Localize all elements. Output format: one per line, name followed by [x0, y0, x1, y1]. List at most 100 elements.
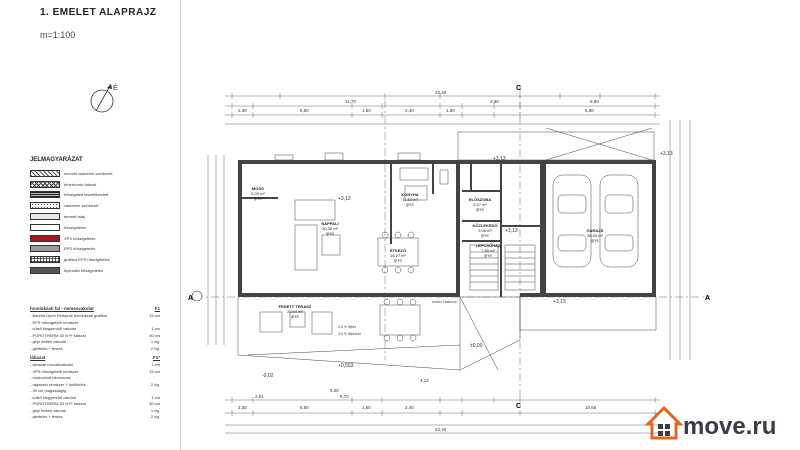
legend-swatch — [30, 213, 60, 221]
room-area: 3,27 m² — [473, 202, 487, 207]
svg-text:C: C — [516, 85, 521, 92]
level-marker: +3,13 — [338, 196, 351, 202]
legend-row: hőszigetelt kiszellőztetett — [30, 190, 170, 201]
dim-bottom-2-3: 9,70 — [340, 394, 349, 399]
move-ru-house-icon — [644, 405, 684, 440]
room-area: 16,27 m² — [390, 253, 406, 258]
legend-swatch — [30, 191, 60, 199]
room-area: 30,30 m² — [322, 226, 338, 231]
dim-top-1-1: 3,90 — [490, 99, 499, 104]
room-name: GARÁZS — [587, 228, 604, 233]
room-floor: gres — [406, 202, 414, 207]
dim-top-2-4: 1,50 — [446, 108, 455, 113]
dim-top-1-0: 11,70 — [345, 99, 356, 104]
page-title: 1. EMELET ALAPRAJZ — [40, 7, 157, 18]
spec-thickness: 30 cm — [149, 401, 160, 406]
wall-spec-f1: homlokzati fal - nemesvakolat F1 - Baumit… — [30, 306, 160, 352]
room-name: MOSÓ — [252, 186, 264, 191]
plan-note: 0,5 % lejtés — [338, 325, 356, 329]
room-area: 3,06 m² — [478, 228, 492, 233]
dim-bottom-1-1: 6,80 — [300, 405, 309, 410]
scale-label: m=1:100 — [40, 30, 76, 40]
svg-text:C: C — [516, 403, 521, 410]
spec-thickness: 15 cm — [149, 313, 160, 318]
spec-row: - gépi beltéri vakolat 1 rtg. — [30, 339, 160, 346]
spec-layer: - Baumit Open Reibputz homlokzati grafit… — [30, 313, 108, 318]
legend-row: monolit vasbeton szerkezet — [30, 168, 170, 179]
floor-plan-drawing: A A C C 22,40 11,70 3,90 6,80 2,30 6,80 … — [188, 85, 710, 434]
legend-row: lépésálló hőszigetelés — [30, 265, 170, 276]
spec-layer: - lábazati mozaikvakolat — [30, 362, 73, 367]
level-marker: +3,13 — [553, 299, 566, 305]
room-area: 11,50 m² — [402, 197, 418, 202]
legend-swatch — [30, 169, 60, 177]
dim-bottom-1-3: 2,40 — [405, 405, 414, 410]
legend-swatch — [30, 267, 60, 275]
room-floor: gres — [481, 233, 489, 238]
room-floor: gres — [476, 207, 484, 212]
room-name: ÉTKEZŐ — [390, 248, 406, 253]
spec-thickness: 1 rtg. — [150, 339, 160, 344]
legend-row: hőszigetelés — [30, 222, 170, 233]
legend-swatch — [30, 256, 60, 264]
level-marker: ±0,00 — [470, 343, 483, 349]
spec-thickness: 2 rtg. — [150, 381, 160, 387]
spec-code: F1 — [154, 306, 160, 311]
room-floor: gres — [484, 253, 492, 258]
spec-layer: - XPS hőszigetelő rendszer — [30, 368, 79, 374]
legend-row: XPS hőszigetelés — [30, 233, 170, 244]
room-name: KÖZLEKEDŐ — [472, 223, 497, 228]
room-area: 38,00 m² — [587, 233, 603, 238]
spec-layer: - gépi beltéri vakolat — [30, 339, 66, 344]
legend-label: monolit vasbeton szerkezet — [64, 170, 113, 176]
dim-top-2-5: 6,80 — [585, 108, 594, 113]
plan-note: 3,5 % lejtéssel — [338, 332, 361, 336]
legend-row: EPS hőszigetelés — [30, 244, 170, 255]
spec-title: homlokzati fal - nemesvakolat — [30, 306, 94, 311]
spec-layer: - gépi beltéri vakolat — [30, 407, 66, 413]
dim-top-2-2: 1,50 — [362, 108, 371, 113]
brand-logo-text: move.ru — [683, 413, 777, 440]
spec-layer: - módosított bitumenes — [30, 375, 71, 380]
dim-bottom-2-1: 4,12 — [420, 378, 429, 383]
spec-layer: - külső kiegyenlítő vakolat — [30, 394, 76, 400]
spec-row: - EPS hőszigetelő rendszer — [30, 320, 160, 327]
spec-layer: - POROTHERM 30 N+F falazat — [30, 401, 86, 406]
spec-thickness: 2 rtg. — [150, 345, 160, 351]
spec-row: - glettelés + festés 2 rtg. — [30, 346, 160, 353]
section-marker-a-left: A — [188, 290, 203, 302]
sheet-divider — [180, 0, 181, 450]
spec-layer: - glettelés + festés — [30, 414, 63, 419]
section-marker-a-right: A — [705, 295, 710, 302]
spec-layer: - glettelés + festés — [30, 345, 63, 351]
dim-top-1-2: 6,80 — [590, 99, 599, 104]
dim-overall-top: 22,40 — [435, 90, 447, 95]
legend-swatch — [30, 245, 60, 253]
svg-text:A: A — [705, 295, 710, 302]
legend-swatch — [30, 202, 60, 210]
spec-row: - Baumit Open Reibputz homlokzati grafit… — [30, 313, 160, 320]
dim-top-2-3: 2,40 — [405, 108, 414, 113]
dim-bottom-1-2: 1,50 — [362, 405, 371, 410]
room-area: 7,85 m² — [481, 248, 495, 253]
legend-label: lépésálló hőszigetelés — [64, 268, 104, 274]
room-floor: gres — [591, 238, 599, 243]
room-area: 20,04 m² — [287, 309, 303, 314]
spec-layer: - EPS hőszigetelő rendszer — [30, 319, 79, 325]
spec-layer: - ragasztó rendszer + kellősítés — [30, 381, 86, 387]
spec-layer: - POROTHERM 30 N+F falazat — [30, 332, 86, 338]
legend-label: XPS hőszigetelés — [64, 235, 96, 241]
dim-top-2-0: 2,30 — [238, 108, 247, 113]
room-name: KONYHA — [401, 192, 418, 197]
room-floor: gres — [291, 314, 299, 319]
